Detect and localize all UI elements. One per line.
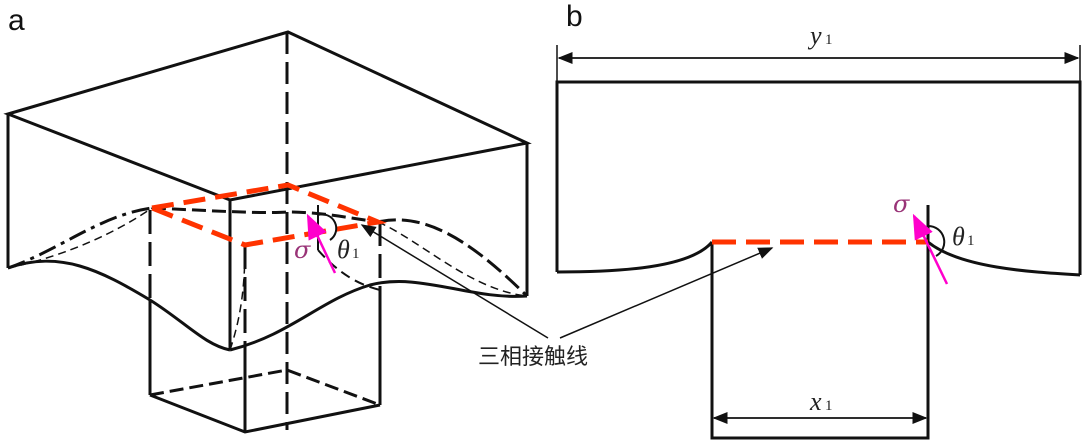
stem-bottom-front [149, 393, 381, 434]
contact-line-square [142, 182, 387, 248]
sigma-label-a: σ [294, 236, 311, 264]
meniscus-center-dashed [317, 249, 381, 291]
meniscus-front-right [229, 280, 528, 352]
meniscus-left-inner [7, 207, 153, 269]
x1-label: x [809, 387, 822, 416]
top-box-top-face [3, 30, 532, 202]
panel-label-a: a [8, 4, 25, 37]
meniscus-right-dashed [377, 218, 529, 298]
sigma-arrow-a [306, 213, 337, 274]
panel-label-b: b [566, 0, 583, 33]
contact-line-annotation: 三相接触线 [478, 345, 588, 370]
sigma-label-b: σ [893, 190, 910, 218]
stem-bottom-back [149, 368, 381, 407]
x1-sub: 1 [825, 398, 833, 414]
panel-a-3d-model [3, 30, 532, 434]
stem-b [710, 205, 930, 440]
theta-sub-b: 1 [967, 233, 975, 249]
meniscus-back-dashed [151, 206, 379, 224]
meniscus-front-left [7, 259, 231, 352]
theta-sub-a: 1 [352, 246, 360, 262]
meniscus-left-b [556, 240, 714, 274]
meniscus-right-inner [377, 221, 528, 297]
sigma-arrow-b [912, 213, 949, 285]
meniscus-right-b [927, 240, 1081, 277]
y1-sub: 1 [825, 32, 833, 48]
upper-block [555, 80, 1082, 275]
meniscus-left-dashed [7, 206, 153, 270]
theta-label-a: θ [337, 235, 350, 264]
theta-label-b: θ [952, 222, 965, 251]
annotation-arrows [360, 224, 774, 339]
panel-b-cross-section [555, 45, 1082, 440]
theta-arc-a [317, 213, 338, 241]
meniscus-front-inner [229, 244, 246, 351]
y1-label: y [807, 21, 822, 50]
